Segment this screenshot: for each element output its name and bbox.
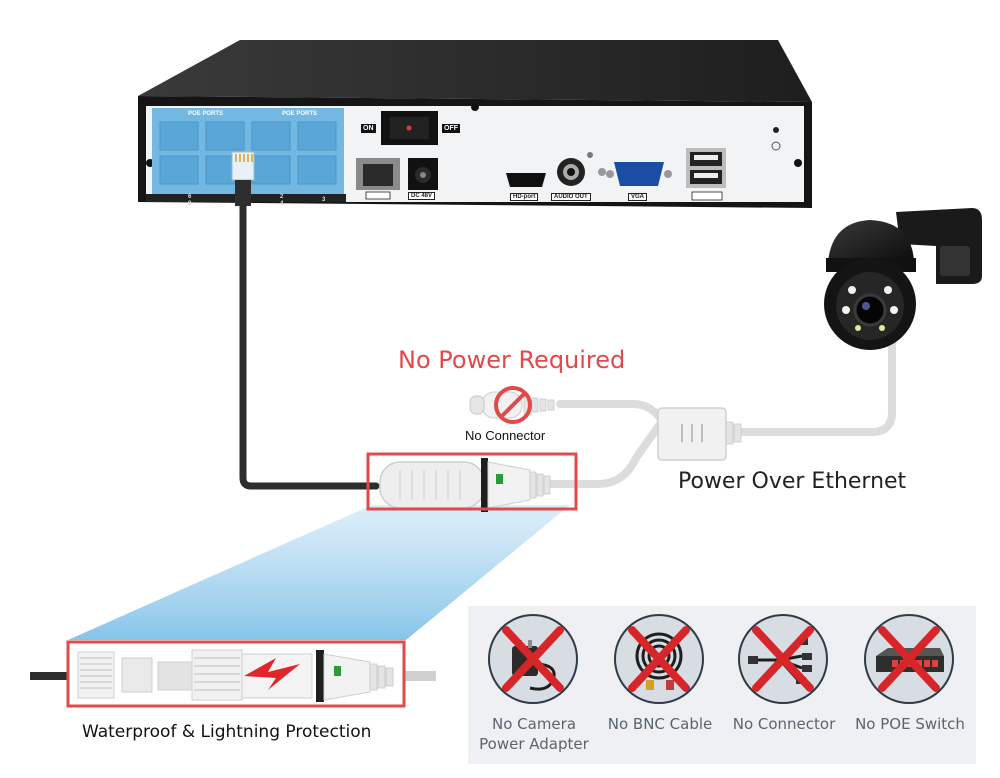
bnc-cable-icon — [614, 614, 704, 704]
nvr-recorder — [138, 40, 812, 208]
nvr-screw — [794, 159, 802, 167]
no-item-label-line2: Power Adapter — [479, 735, 589, 753]
ground-symbol-icon — [771, 141, 781, 151]
poe-splitter-block — [657, 407, 742, 461]
audio-out-label: AUDIO OUT — [551, 193, 591, 201]
no-item-label-line1: No POE Switch — [855, 715, 965, 733]
waterproof-highlight-box — [66, 640, 406, 708]
reset-hole — [773, 127, 779, 133]
port-number-2: 2 — [280, 194, 284, 200]
lightning-bolt-icon — [244, 658, 300, 690]
poe-switch-icon — [864, 614, 954, 704]
ground-screw — [598, 168, 606, 176]
usb-symbol-icon — [691, 191, 723, 201]
power-switch-indicator — [406, 125, 412, 131]
splitter-connector-icon — [738, 614, 828, 704]
no-connector-caption: No Connector — [465, 428, 546, 443]
vga-port — [614, 162, 664, 186]
power-adapter-icon — [488, 614, 578, 704]
dc-48v-label: DC 48V — [408, 192, 436, 200]
nvr-screw — [471, 103, 479, 111]
port-number-8: 8 — [188, 201, 192, 207]
no-item-label-line1: No Connector — [732, 715, 836, 733]
dc-pigtail-cable — [556, 400, 664, 422]
connector-highlight-box — [366, 452, 578, 511]
switch-off-label: OFF — [442, 124, 460, 133]
no-power-required-heading: No Power Required — [398, 346, 626, 374]
ptz-camera — [824, 208, 982, 350]
poe-ports-label-2: POE PORTS — [282, 111, 318, 117]
magnify-beam — [68, 505, 570, 640]
no-item-label-line1: No Camera — [491, 715, 577, 733]
hdmi-port — [506, 173, 546, 187]
poe-light-cable-1 — [544, 420, 664, 488]
camera-cable — [738, 330, 896, 436]
poe-ports-label-1: POE PORTS — [188, 111, 224, 117]
nvr-ethernet-cable — [239, 201, 380, 490]
no-item-label-line1: No BNC Cable — [607, 715, 713, 733]
waterproof-caption: Waterproof & Lightning Protection — [82, 722, 372, 742]
nvr-top-cover — [138, 40, 812, 102]
hd-port-label: HD-port — [510, 193, 539, 201]
rj45-plug — [231, 151, 255, 206]
prohibited-icon — [494, 386, 532, 424]
power-over-ethernet-heading: Power Over Ethernet — [678, 469, 907, 494]
poe-connector-waterproof — [379, 458, 551, 512]
switch-on-label: ON — [361, 124, 376, 133]
waterproof-detail — [30, 649, 436, 702]
vga-label: VGA — [628, 193, 648, 201]
port-number-4: 4 — [280, 201, 284, 207]
lan-port-icon — [365, 191, 391, 200]
port-number-3: 3 — [322, 197, 326, 203]
port-number-6: 6 — [188, 194, 192, 200]
